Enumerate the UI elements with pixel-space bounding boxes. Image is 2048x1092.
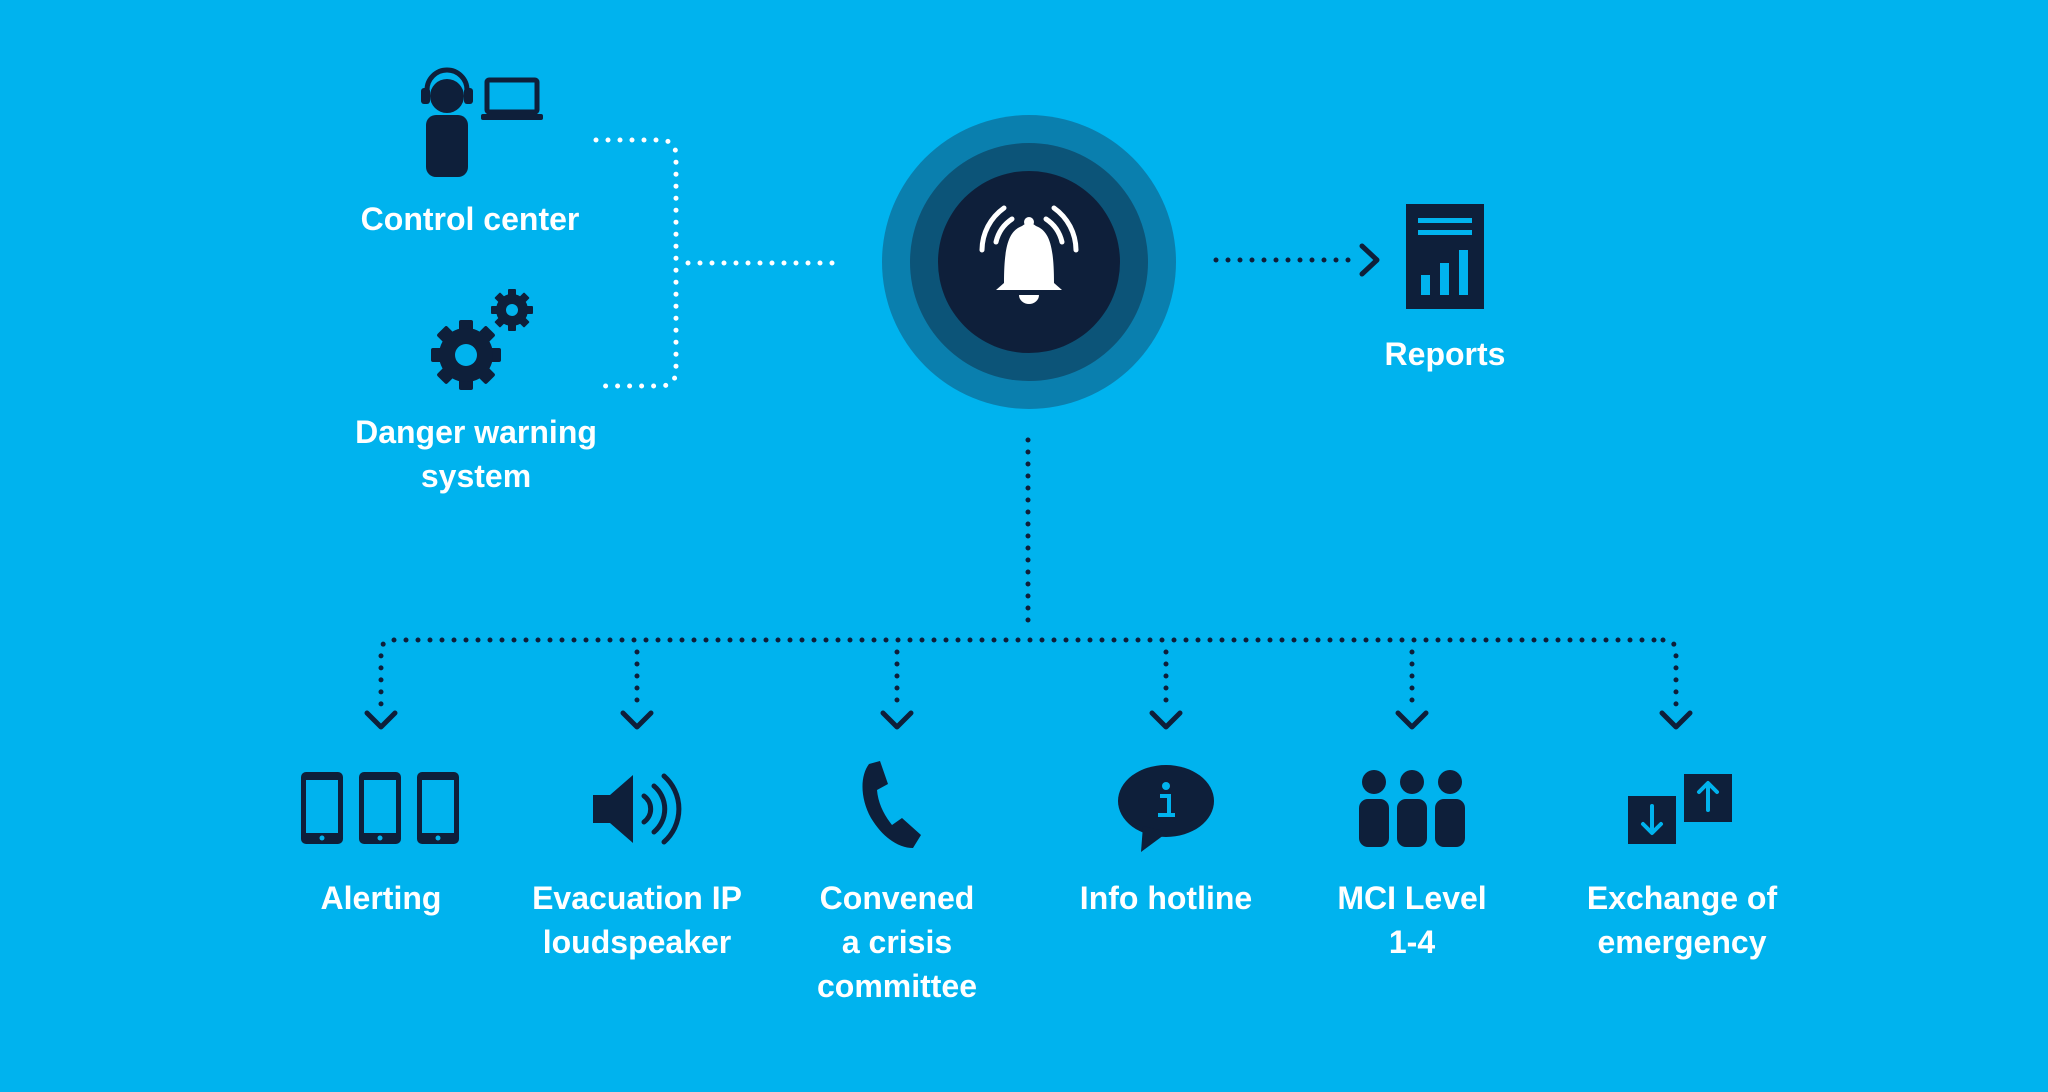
operator-laptop-icon xyxy=(421,67,543,177)
phone-handset-icon xyxy=(862,761,921,848)
label-evacuation-ip-loudspeaker: Evacuation IP loudspeaker xyxy=(532,880,742,960)
arrowhead-mci xyxy=(1395,710,1429,730)
central-alarm-node xyxy=(882,115,1176,409)
label-info-hotline: Info hotline xyxy=(1079,880,1253,916)
arrowhead-alerting xyxy=(364,710,398,730)
arrowhead-loudspeaker xyxy=(620,710,654,730)
loudspeaker-icon xyxy=(593,773,682,845)
label-convened-crisis-committee: Convened a crisis committee xyxy=(816,880,978,1004)
connector-control-center xyxy=(593,137,679,389)
label-control-center: Control center xyxy=(360,201,580,237)
info-bubble-icon xyxy=(1118,765,1214,852)
alarm-bell-icon xyxy=(979,205,1079,304)
output-arrowheads xyxy=(364,710,1693,730)
input-connectors xyxy=(593,137,845,389)
label-exchange-of-emergency: Exchange of emergency xyxy=(1586,880,1778,960)
smartphones-icon xyxy=(301,772,459,844)
gears-icon xyxy=(431,289,533,390)
report-chart-icon xyxy=(1406,204,1484,309)
people-group-icon xyxy=(1359,770,1465,847)
arrowhead-exchange xyxy=(1659,710,1693,730)
reports-connector xyxy=(1213,243,1380,277)
exchange-arrows-icon xyxy=(1628,774,1732,844)
arrowhead-reports xyxy=(1359,243,1380,277)
arrowhead-hotline xyxy=(1149,710,1183,730)
label-danger-warning-system: Danger warning system xyxy=(355,414,597,494)
label-mci-level: MCI Level 1-4 xyxy=(1337,880,1487,960)
arrowhead-crisis xyxy=(880,710,914,730)
label-reports: Reports xyxy=(1384,336,1506,372)
label-alerting: Alerting xyxy=(320,880,442,916)
output-connectors xyxy=(378,437,1679,711)
